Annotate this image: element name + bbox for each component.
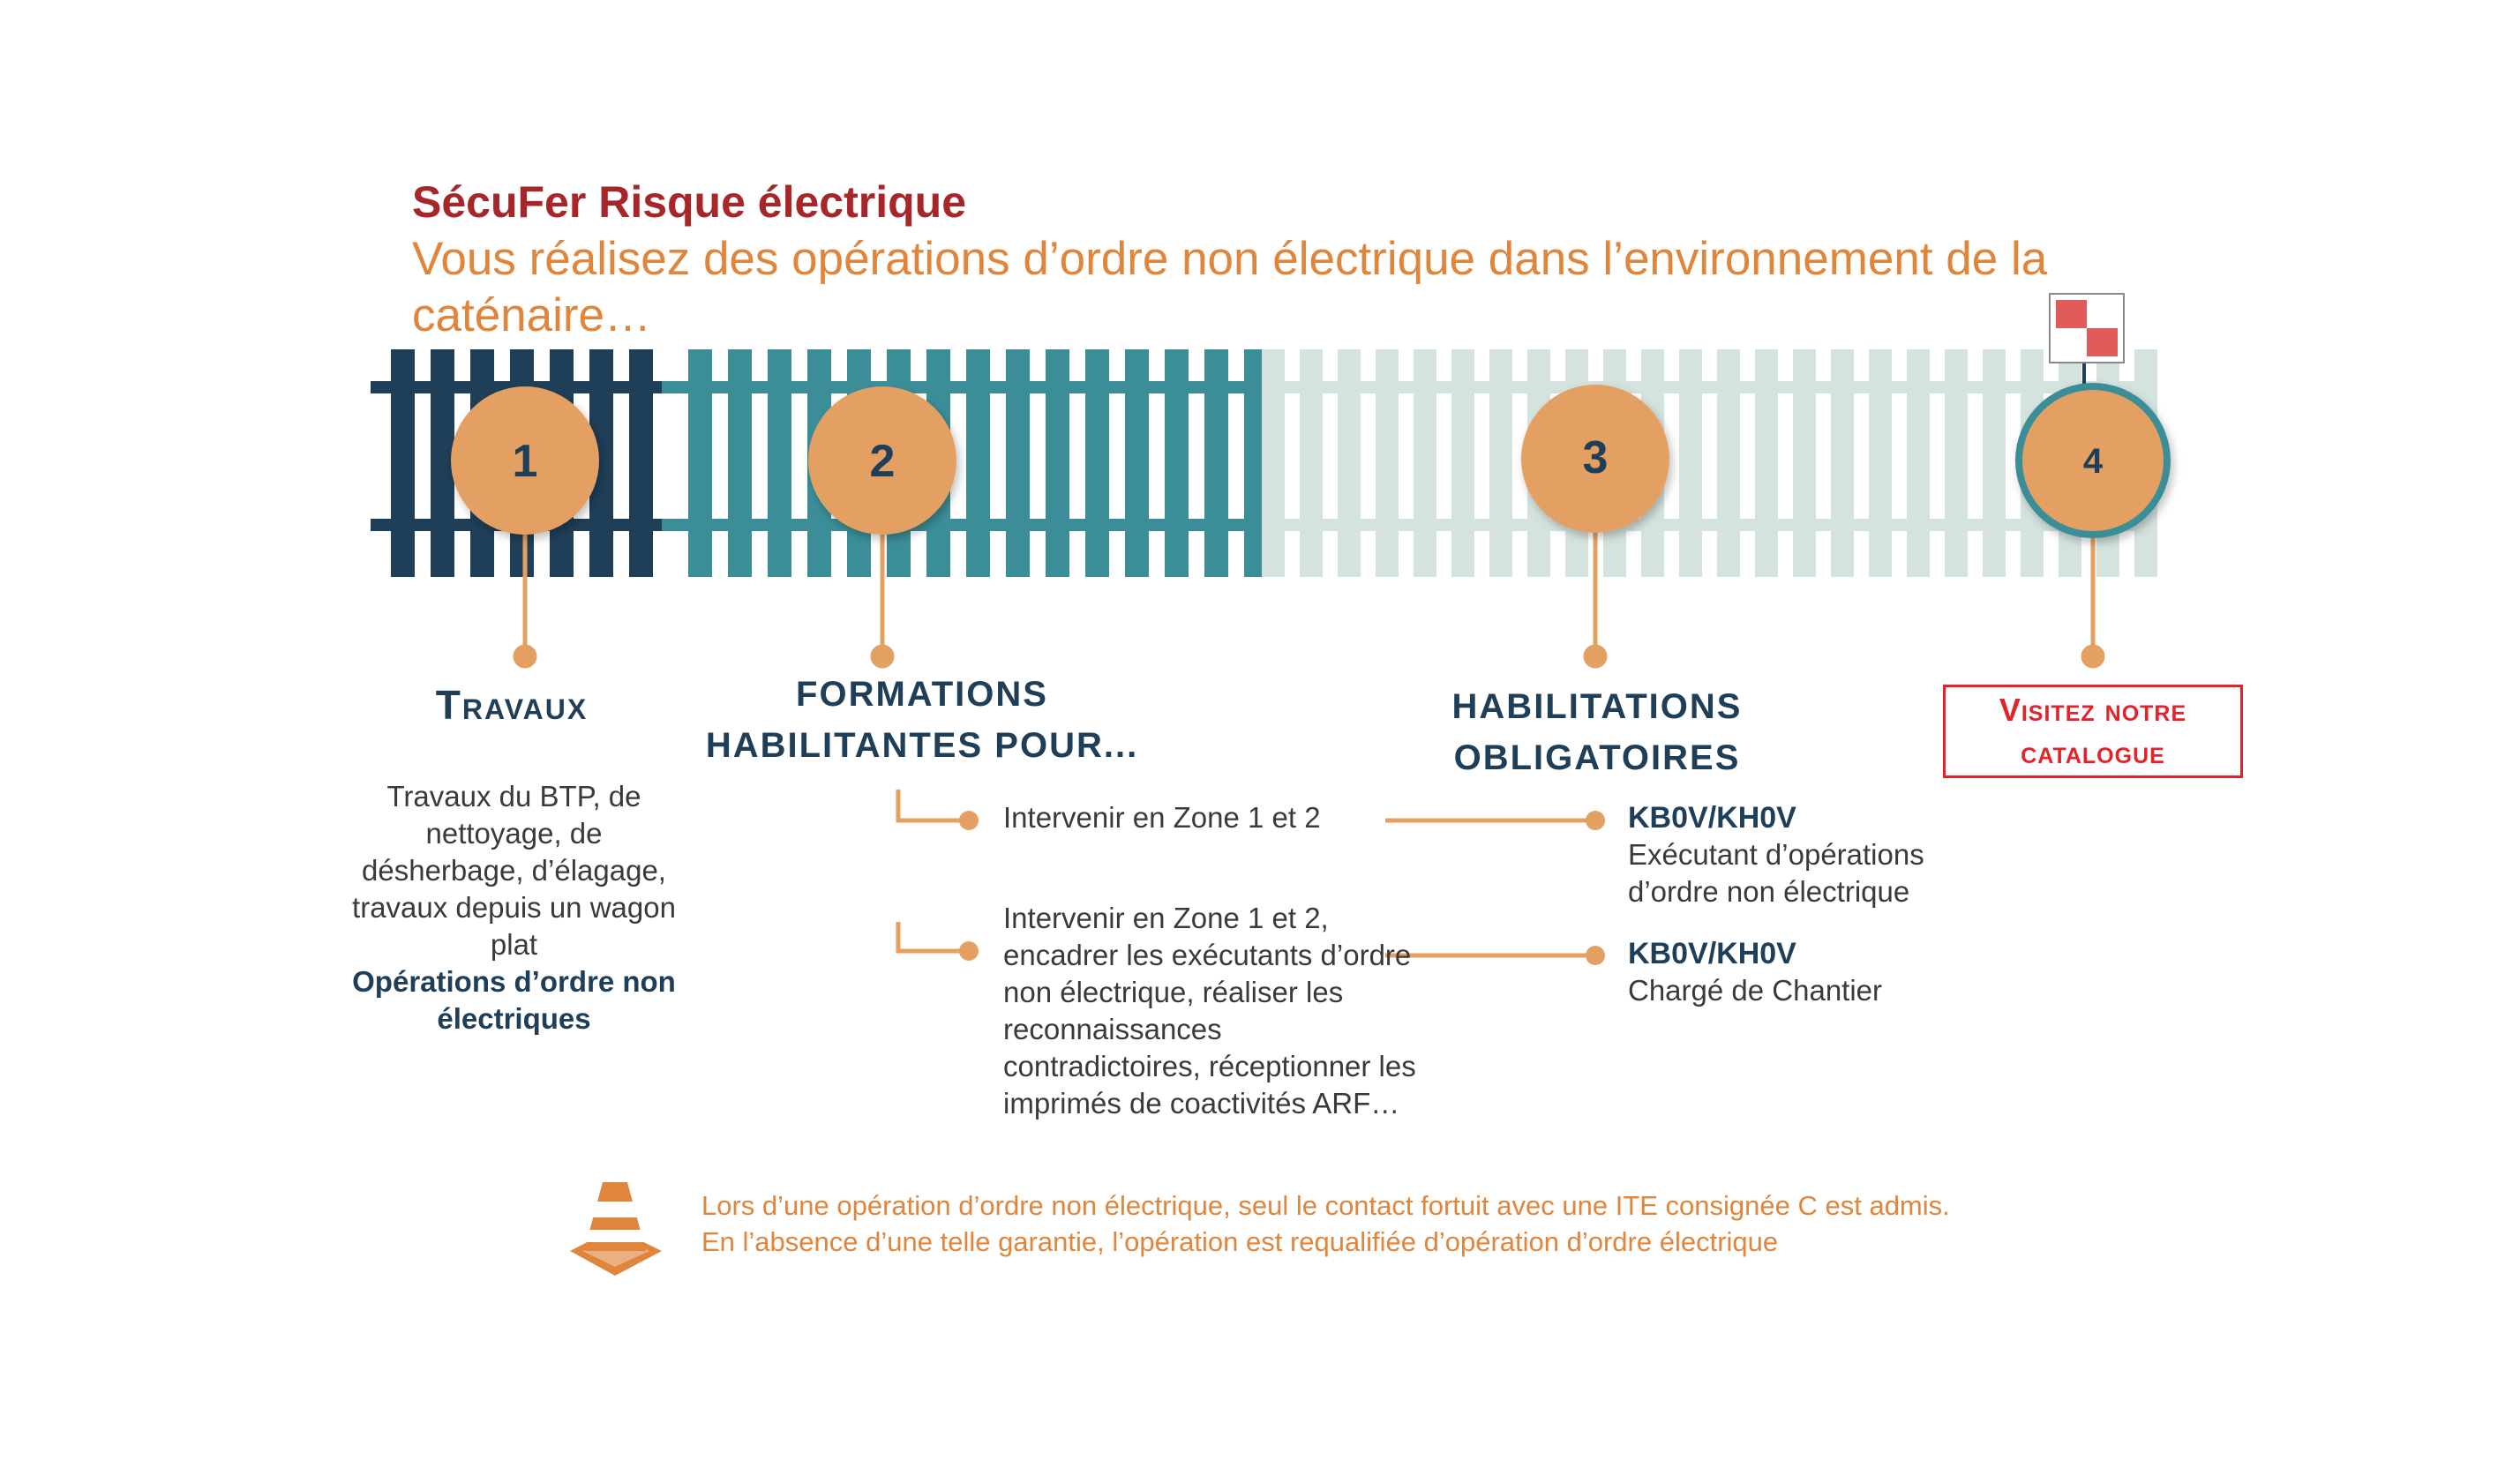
formation-item: Intervenir en Zone 1 et 2, encadrer les … [1003,900,1427,1122]
track-sleeper [688,349,712,577]
track-sleeper [1125,349,1149,577]
step-2-heading: FORMATIONS HABILITANTES POUR... [684,669,1160,771]
formation-brackets [898,790,969,951]
track-sleeper [1983,349,2006,577]
track-sleeper [1204,349,1228,577]
track-sleeper [1085,349,1109,577]
track-sleeper [1945,349,1968,577]
step-3-heading: HABILITATIONS OBLIGATOIRES [1429,681,1765,783]
track-sleeper [1793,349,1816,577]
track-sleeper [1679,349,1702,577]
track-sleeper [391,349,415,577]
safety-note-line-1: Lors d’une opération d’ordre non électri… [701,1187,2378,1224]
track-sleeper [1489,349,1512,577]
step-1-number: 1 [513,436,538,487]
visit-catalog-label: Visitez notre catalogue [1961,689,2225,774]
bullet-dot [1586,946,1605,965]
track-sleeper [1165,349,1189,577]
track-sleeper [629,349,653,577]
habilitation-item: KB0V/KH0V Exécutant d’opérations d’ordre… [1628,799,2157,910]
habilitation-role: Exécutant d’opérations d’ordre non élect… [1628,836,1999,910]
traffic-cone-icon [570,1182,662,1276]
formation-item: Intervenir en Zone 1 et 2 [1003,799,1497,836]
travaux-text: Travaux du BTP, de nettoyage, de désherb… [352,780,676,961]
bullet-dot [1586,811,1605,830]
visit-catalog-button[interactable]: Visitez notre catalogue [1943,685,2243,778]
track-sleeper [1831,349,1854,577]
track-sleeper [431,349,454,577]
bullet-dot [959,811,979,830]
travaux-emphasis: Opérations d’ordre non électriques [352,965,676,1035]
track-sleeper [1300,349,1323,577]
step-4-number: 4 [2083,442,2104,481]
track-sleeper [1414,349,1436,577]
track-sleeper [1755,349,1778,577]
safety-note-line-2: En l’absence d’une telle garantie, l’opé… [701,1224,2378,1260]
track-sleeper [1376,349,1399,577]
track-sleeper [1338,349,1361,577]
track-sleeper [1717,349,1740,577]
travaux-description: Travaux du BTP, de nettoyage, de désherb… [349,778,679,1037]
track-sleeper [1907,349,1930,577]
habilitation-code: KB0V/KH0V [1628,935,2157,972]
step-3-number: 3 [1583,432,1609,483]
safety-note: Lors d’une opération d’ordre non électri… [701,1187,2378,1260]
track-sleeper [1006,349,1030,577]
track-sleeper [1869,349,1892,577]
track-sleeper [728,349,752,577]
bullet-dot [959,941,979,961]
habilitation-role: Chargé de Chantier [1628,972,2157,1009]
track-sleeper [768,349,791,577]
track-sleeper [1262,349,1285,577]
track-sleeper [966,349,990,577]
track-sleeper [1451,349,1474,577]
habilitation-item: KB0V/KH0V Chargé de Chantier [1628,935,2157,1009]
step-2-number: 2 [870,436,896,487]
step-1-heading: Travaux [379,681,644,729]
track-sleeper [1046,349,1069,577]
habilitation-code: KB0V/KH0V [1628,799,2157,836]
